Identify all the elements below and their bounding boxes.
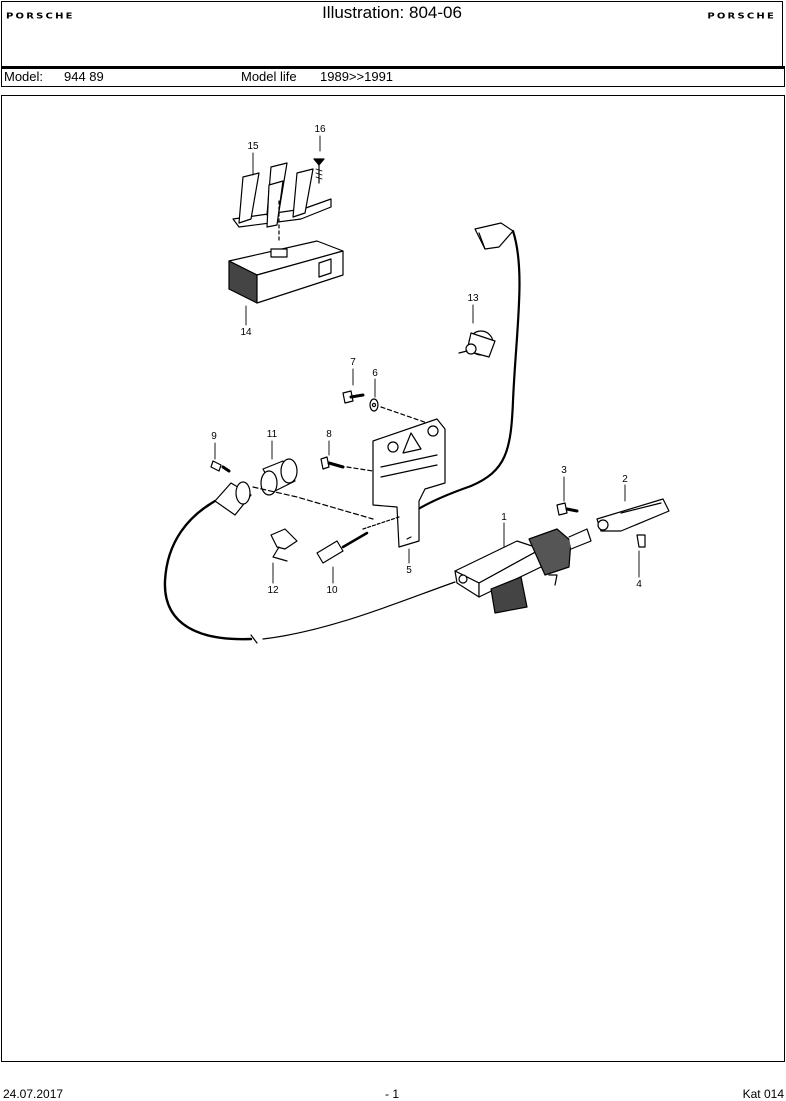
part-14-control-unit — [228, 240, 344, 304]
model-value: 944 89 — [64, 69, 104, 84]
model-label: Model: — [4, 69, 44, 84]
callout-14: 14 — [240, 327, 252, 338]
part-2-lever — [596, 498, 670, 532]
actuator-cable-lower — [163, 499, 253, 641]
callout-15: 15 — [247, 141, 259, 152]
callout-8: 8 — [326, 429, 332, 440]
illustration-frame: 15 16 14 13 7 6 8 9 11 5 10 12 1 3 2 4 — [1, 95, 785, 1062]
illustration-title: Illustration: 804-06 — [322, 3, 462, 22]
part-1-lock-actuator — [454, 528, 592, 614]
callout-5: 5 — [406, 565, 412, 576]
callout-6: 6 — [372, 368, 378, 379]
header: PORSCHE Illustration: 804-06 PORSCHE — [1, 1, 783, 66]
callout-2: 2 — [622, 474, 628, 485]
callout-1: 1 — [501, 512, 507, 523]
part-11-grommet — [260, 458, 298, 496]
footer-page-number: - 1 — [385, 1087, 400, 1101]
model-life-value: 1989>>1991 — [320, 69, 394, 84]
part-15-bracket — [232, 162, 332, 228]
clip-cable — [413, 229, 521, 513]
header-divider — [1, 66, 785, 69]
footer: 24.07.2017 - 1 Kat 014 — [0, 1087, 786, 1101]
callout-7: 7 — [350, 357, 356, 368]
part-8-screw — [320, 456, 374, 472]
porsche-logo-left: PORSCHE — [6, 12, 75, 21]
callout-4: 4 — [636, 579, 642, 590]
callout-10: 10 — [326, 585, 338, 596]
callout-11: 11 — [267, 429, 278, 440]
model-life-label: Model life — [241, 69, 297, 84]
part-5-mounting-bracket — [372, 418, 446, 548]
footer-date: 24.07.2017 — [3, 1087, 64, 1101]
callout-16: 16 — [314, 124, 326, 135]
actuator-cable — [262, 581, 456, 640]
part-6-washer — [369, 398, 379, 412]
part-12-clip — [270, 528, 298, 562]
leader-lines — [214, 135, 640, 584]
part-4-clip — [636, 534, 646, 548]
part-13-clip — [458, 330, 496, 358]
footer-catalog: Kat 014 — [742, 1087, 784, 1101]
porsche-logo-right: PORSCHE — [707, 12, 776, 21]
cable-connector — [206, 481, 252, 516]
part-10-connecting-rod — [316, 531, 369, 564]
part-16-screw — [278, 158, 325, 242]
callout-12: 12 — [267, 585, 279, 596]
part-9-screw — [210, 460, 231, 473]
model-row: Model: 944 89 Model life 1989>>1991 — [1, 69, 785, 87]
part-7-screw — [342, 390, 365, 404]
callout-9: 9 — [211, 431, 217, 442]
callout-13: 13 — [467, 293, 479, 304]
callout-3: 3 — [561, 465, 567, 476]
parts-diagram: 15 16 14 13 7 6 8 9 11 5 10 12 1 3 2 4 — [163, 124, 670, 644]
part-3-screw — [556, 502, 579, 516]
